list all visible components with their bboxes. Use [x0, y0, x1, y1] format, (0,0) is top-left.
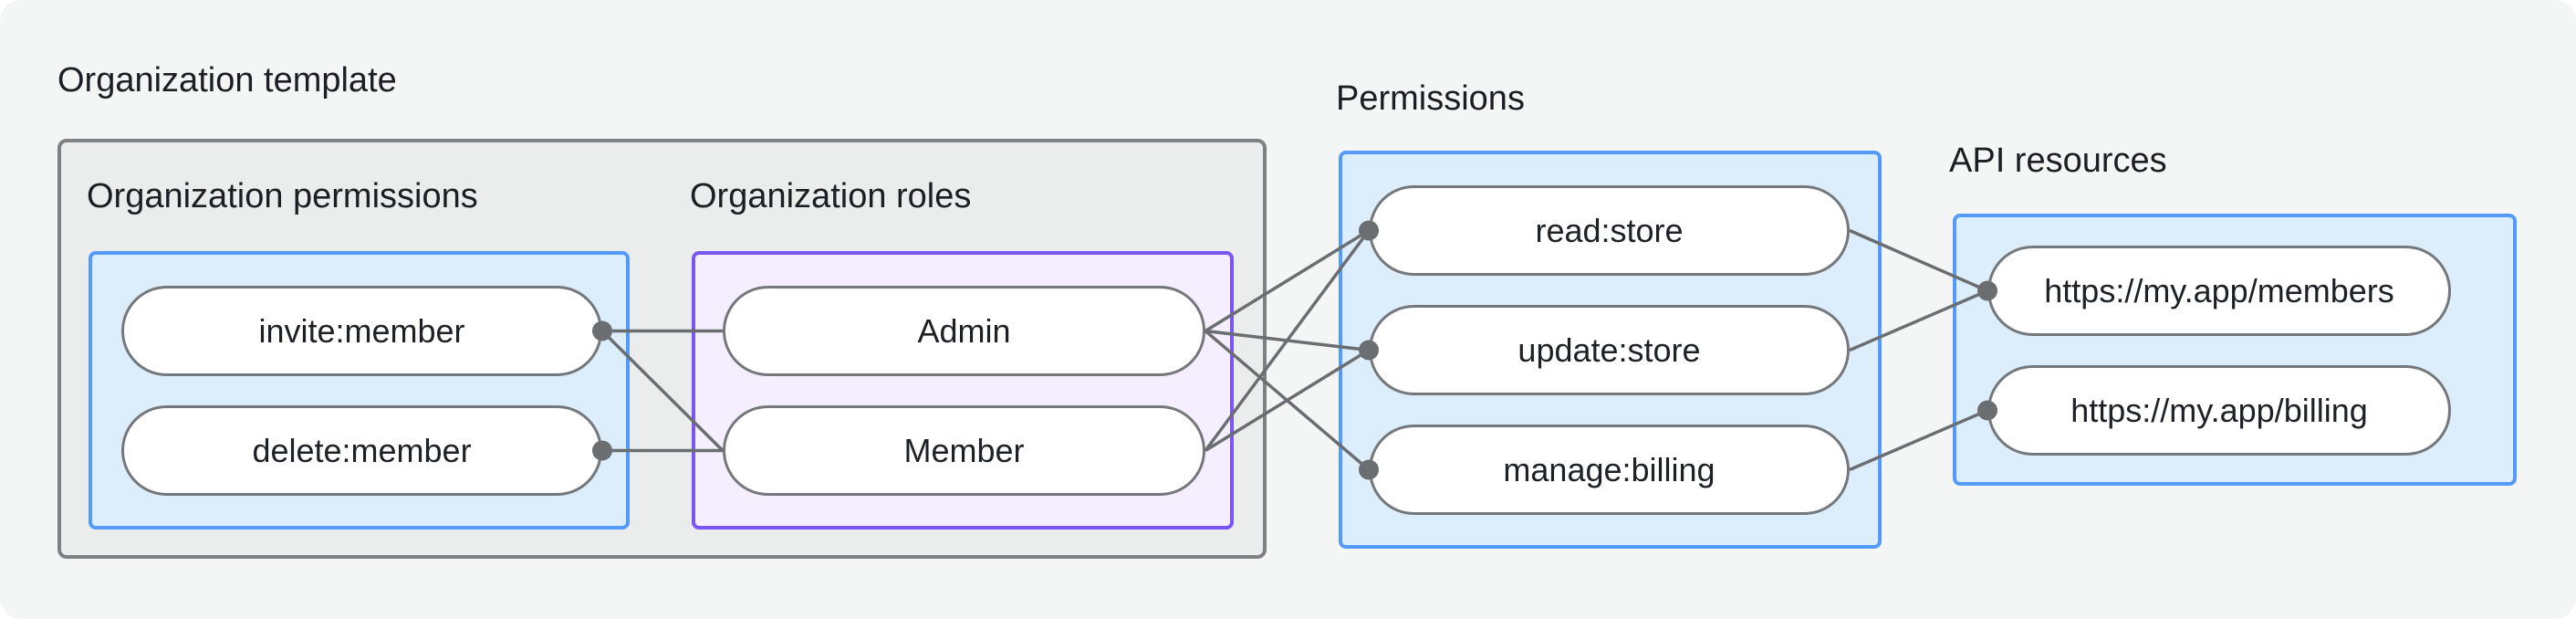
- node-billing-resource: https://my.app/billing: [1987, 365, 2451, 456]
- org-permissions-label: Organization permissions: [87, 177, 478, 215]
- node-invite-member: invite:member: [121, 286, 602, 376]
- node-read-store: read:store: [1369, 185, 1850, 276]
- permissions-label: Permissions: [1336, 79, 1525, 118]
- node-admin-role: Admin: [723, 286, 1205, 376]
- org-template-label: Organization template: [57, 61, 397, 100]
- node-delete-member: delete:member: [121, 405, 602, 496]
- node-members-resource: https://my.app/members: [1987, 246, 2451, 336]
- node-manage-billing: manage:billing: [1369, 425, 1850, 515]
- api-resources-label: API resources: [1949, 142, 2167, 180]
- org-roles-label: Organization roles: [690, 177, 972, 215]
- node-update-store: update:store: [1369, 305, 1850, 395]
- node-member-role: Member: [723, 405, 1205, 496]
